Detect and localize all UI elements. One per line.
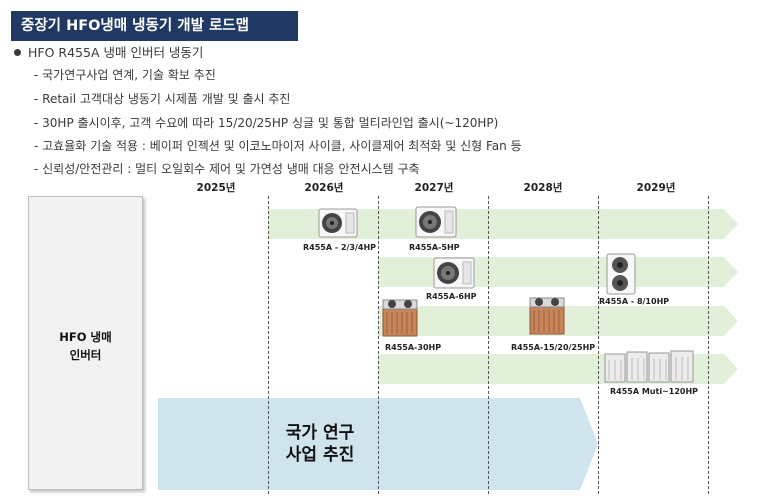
year-divider: [598, 196, 599, 494]
product-label: R455A-5HP: [409, 243, 460, 252]
dual-fan-condenser-icon: [606, 253, 636, 299]
year-label-2029: 2029년: [636, 182, 676, 194]
category-line1: HFO 냉매: [59, 330, 112, 344]
single-fan-condenser-icon: [433, 257, 475, 293]
single-fan-condenser-icon: [415, 206, 457, 242]
main-bullet-text: HFO R455A 냉매 인버터 냉동기: [28, 45, 204, 60]
product-label: R455A - 2/3/4HP: [303, 243, 377, 252]
year-label-2027: 2027년: [414, 182, 454, 194]
sub-bullet: - 30HP 출시이후, 고객 수요에 따라 15/20/25HP 싱글 및 통…: [34, 116, 499, 130]
page-title: 중장기 HFO냉매 냉동기 개발 로드맵: [11, 11, 298, 41]
year-divider: [378, 196, 379, 494]
product-label: R455A-15/20/25HP: [511, 343, 596, 352]
year-divider: [708, 196, 709, 494]
condensing-unit-icon: [528, 296, 566, 340]
condensing-unit-icon: [381, 298, 419, 342]
multi-module-unit-icon: [604, 350, 694, 388]
sub-bullet: - 국가연구사업 연계, 기술 확보 추진: [34, 68, 216, 82]
bullet-dot: [14, 49, 21, 56]
sub-bullet: - Retail 고객대상 냉동기 시제품 개발 및 출시 추진: [34, 92, 291, 106]
product-label: R455A-6HP: [426, 292, 477, 301]
sub-bullet: - 신뢰성/안전관리 : 멀티 오일회수 제어 및 가연성 냉매 대응 안전시스…: [34, 162, 420, 176]
national-project-label: 국가 연구 사업 추진: [270, 422, 370, 466]
year-divider: [268, 196, 269, 494]
national-project-line2: 사업 추진: [285, 445, 355, 465]
national-project-line1: 국가 연구: [285, 423, 355, 443]
product-label: R455A - 8/10HP: [599, 297, 670, 306]
category-box: HFO 냉매 인버터: [28, 196, 143, 490]
category-line2: 인버터: [69, 348, 102, 362]
roadmap-arrow: [378, 257, 738, 287]
product-label: R455A-30HP: [385, 343, 442, 352]
product-label: R455A Muti~120HP: [610, 387, 699, 396]
year-label-2026: 2026년: [304, 182, 344, 194]
single-fan-condenser-icon: [318, 208, 358, 242]
year-label-2025: 2025년: [196, 182, 236, 194]
main-bullet: HFO R455A 냉매 인버터 냉동기: [14, 42, 203, 61]
year-label-2028: 2028년: [523, 182, 563, 194]
sub-bullet: - 고효율화 기술 적용 : 베이퍼 인젝션 및 이코노마이저 사이클, 사이클…: [34, 139, 522, 153]
year-divider: [488, 196, 489, 494]
